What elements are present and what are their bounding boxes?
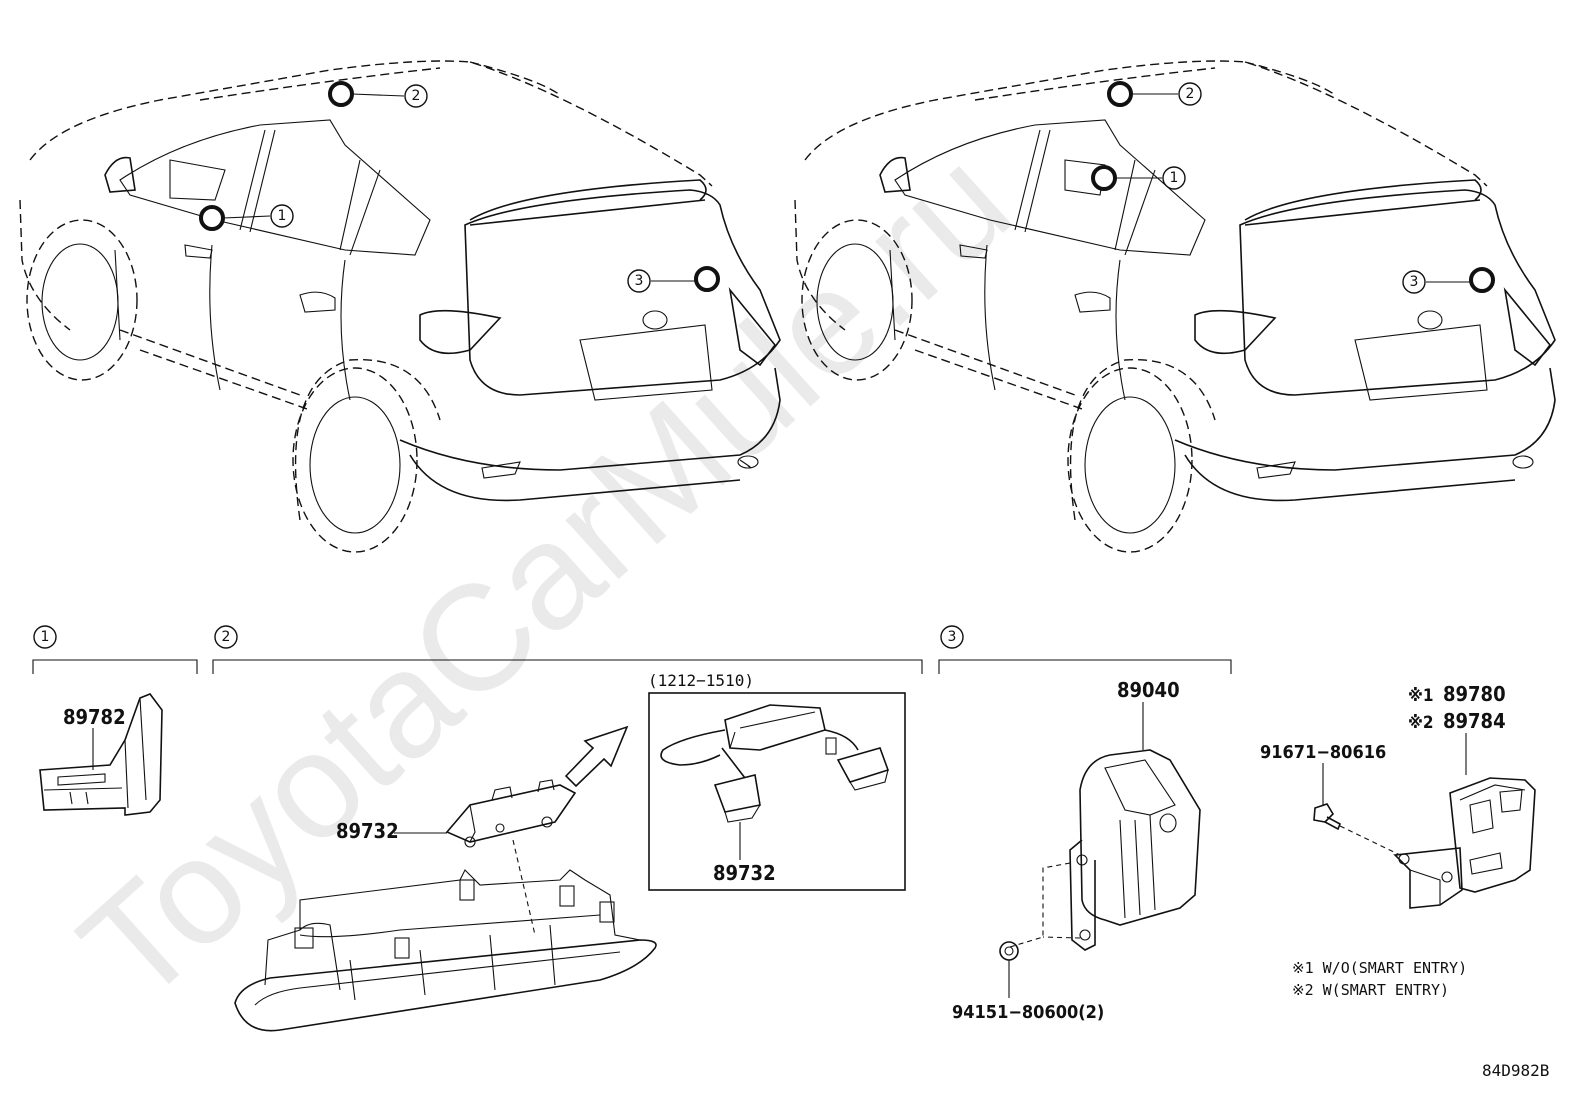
mark-2: ※2 [1408,713,1434,733]
arrow-icon [564,725,629,788]
svg-text:1: 1 [41,629,50,645]
part-94151-label: 94151−80600(2) [952,1002,1104,1023]
callout-left-3: 3 [627,266,720,293]
svg-text:1: 1 [278,208,287,224]
callout-left-2: 2 [328,81,428,108]
callout-right-1: 1 [1091,165,1186,191]
part-89782-module [39,693,163,816]
stop-light-housing [234,869,657,1032]
part-89040-label: 89040 [1117,678,1180,702]
part-89780-module [1393,777,1536,909]
section-2: 2 89732 [212,625,923,1032]
vehicle-right [794,60,1556,553]
inset-frame [648,692,906,891]
note-2: ※2 W(SMART ENTRY) [1292,981,1449,999]
bolt-icon [1313,803,1342,831]
vehicle-left [19,60,781,553]
part-89732-inset-label: 89732 [713,861,776,885]
note-1: ※1 W/O(SMART ENTRY) [1292,959,1467,977]
part-89782-label: 89782 [63,705,126,729]
inset-harness [660,704,890,823]
svg-text:3: 3 [1410,274,1419,290]
callout-right-3: 3 [1402,267,1495,294]
svg-text:2: 2 [222,629,231,645]
part-89732-connector [445,779,577,848]
section-1: 1 89782 [32,625,198,816]
mark-1: ※1 [1408,686,1434,706]
inset-range-label: (1212−1510) [648,671,754,690]
svg-text:3: 3 [635,273,644,289]
part-91671-label: 91671−80616 [1260,742,1386,763]
callout-right-2: 2 [1107,81,1202,107]
part-89780-label: 89780 [1443,682,1506,706]
part-89040-module [1069,749,1201,951]
diagram-code: 84D982B [1482,1061,1549,1080]
section-3: 3 89040 94151−80600(2) [938,625,1232,1023]
extra-parts: 91671−80616 ※1 89780 ※2 89784 ※1 W/O(SMA… [1260,682,1536,999]
watermark: ToyotaCarMule.ru [49,117,1041,1034]
svg-text:2: 2 [1186,86,1195,102]
part-89784-label: 89784 [1443,709,1506,733]
svg-text:3: 3 [948,629,957,645]
svg-text:1: 1 [1170,170,1179,186]
nut-icon [999,941,1019,961]
svg-text:2: 2 [412,88,421,104]
part-89732-main-label: 89732 [336,819,399,843]
callout-left-1: 1 [199,204,294,231]
